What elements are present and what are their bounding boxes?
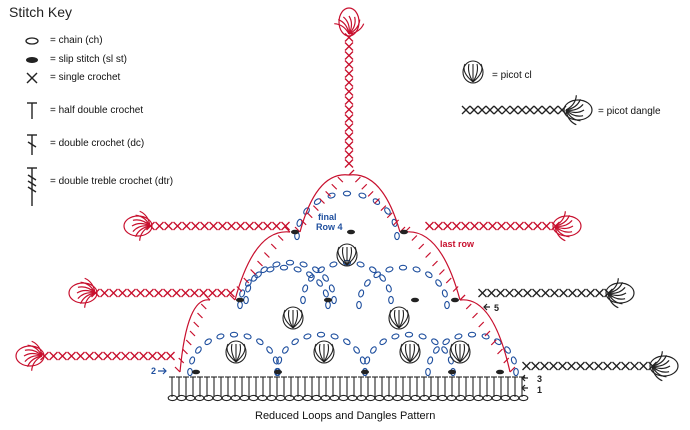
picot-cluster-7 — [336, 243, 358, 267]
slip-stitch-icon — [26, 57, 38, 63]
stitch-key-title: Stitch Key — [9, 4, 73, 20]
row-label-2: 2 — [151, 366, 157, 376]
slip-stitch-4 — [448, 369, 456, 375]
slip-stitch-2 — [274, 369, 282, 375]
top-dangle-chain — [344, 33, 354, 168]
right-dangle-3-chain — [522, 361, 657, 371]
arch-top — [294, 190, 400, 241]
diagram-caption: Reduced Loops and Dangles Pattern — [255, 410, 436, 422]
slip-stitch-10 — [291, 229, 299, 235]
row-label-last-row: last row — [440, 239, 475, 249]
single-crochet-icon — [26, 72, 38, 84]
last-row-outline — [174, 169, 516, 373]
legend-picot-cl-icon — [462, 60, 484, 84]
left-dangle-2-fan — [68, 277, 98, 308]
key-label-double-crochet: = double crochet (dc) — [50, 138, 145, 149]
picot-cluster-5 — [282, 306, 304, 330]
key-label-slip-stitch: = slip stitch (sl st) — [50, 54, 127, 65]
picot-cluster-6 — [388, 306, 410, 330]
arch-bottom-3 — [362, 331, 456, 377]
picot-cluster-1 — [225, 340, 247, 364]
right-dangle-1-chain — [425, 221, 560, 231]
half-double-crochet-icon — [27, 102, 37, 119]
row-label-5: 5 — [494, 303, 500, 313]
row-label-final: final — [318, 212, 337, 222]
row-arrows — [158, 303, 528, 392]
arch-bottom-4 — [425, 331, 519, 377]
slip-stitch-1 — [192, 369, 200, 375]
slip-stitch-5 — [496, 369, 504, 375]
arch-middle-2 — [356, 264, 450, 310]
picot-cluster-3 — [399, 340, 421, 364]
key-label-half-double-crochet: = half double crochet — [50, 105, 144, 116]
left-dangle-3-chain — [40, 351, 175, 361]
legend-picot-cl-label: = picot cl — [492, 70, 532, 81]
left-dangle-1-chain — [146, 221, 290, 231]
slip-stitch-8 — [411, 297, 419, 303]
arch-middle-1 — [237, 264, 331, 310]
left-dangle-3-fan — [15, 340, 45, 371]
row-3-stitches — [169, 376, 525, 397]
chain-oval-icon — [25, 37, 39, 45]
slip-stitch-3 — [361, 369, 369, 375]
right-dangle-1-fan — [552, 211, 582, 242]
row-label-3: 3 — [537, 374, 543, 384]
row-label-1: 1 — [537, 385, 543, 395]
key-label-chain: = chain (ch) — [50, 35, 103, 46]
right-dangle-2-fan — [605, 278, 635, 309]
key-icons — [25, 37, 39, 206]
picot-cluster-2 — [313, 340, 335, 364]
slip-stitch-6 — [236, 297, 244, 303]
legend-picot-dangle-label: = picot dangle — [598, 106, 661, 117]
double-treble-crochet-icon — [27, 167, 37, 206]
key-label-double-treble-crochet: = double treble crochet (dtr) — [50, 176, 174, 187]
foundation-chain-row — [167, 394, 529, 402]
right-dangle-2-chain — [478, 288, 613, 298]
left-dangle-1-fan — [123, 210, 153, 241]
slip-stitch-11 — [400, 229, 408, 235]
legend-dangle-fan-icon — [563, 95, 593, 126]
legend-dangle-chain-icon — [461, 105, 567, 115]
right-dangle-3-fan — [649, 351, 679, 382]
left-dangle-2-chain — [91, 288, 235, 298]
arch-bottom-1 — [187, 331, 281, 377]
arch-bottom-2 — [274, 331, 368, 377]
picot-cluster-4 — [449, 340, 471, 364]
chart-layer — [15, 7, 679, 402]
double-crochet-icon — [27, 134, 37, 155]
key-label-single-crochet: = single crochet — [50, 72, 121, 83]
slip-stitch-7 — [324, 297, 332, 303]
slip-stitch-12 — [347, 229, 355, 235]
row-label-row4: Row 4 — [316, 222, 343, 232]
slip-stitch-9 — [451, 297, 459, 303]
top-dangle-fan — [334, 7, 365, 37]
